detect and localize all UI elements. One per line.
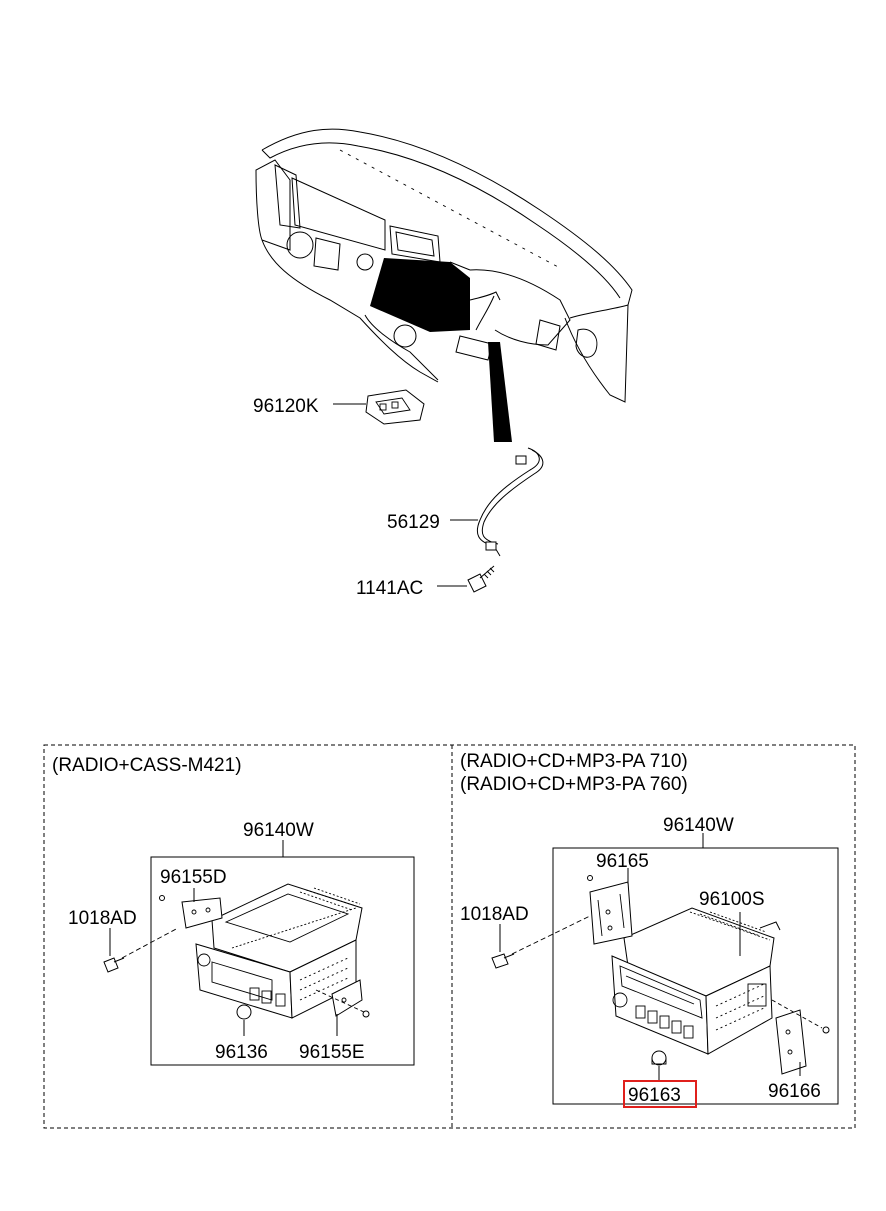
label-96165: 96165 <box>596 851 649 872</box>
part-96120k: 96120K <box>253 389 425 425</box>
variant-radio-cass: (RADIO+CASS-M421) 96140W 96136 96155D <box>52 755 415 1066</box>
label-56129: 56129 <box>387 512 440 533</box>
label-96120k: 96120K <box>253 396 319 417</box>
label-left-96140w: 96140W <box>243 820 314 841</box>
right-variant-title-1: (RADIO+CD+MP3-PA 710) <box>460 751 688 772</box>
part-56129: 56129 <box>387 447 544 557</box>
label-96136: 96136 <box>215 1042 268 1063</box>
label-96163: 96163 <box>628 1085 681 1106</box>
label-left-1018ad: 1018AD <box>68 908 137 929</box>
label-96155d: 96155D <box>160 867 227 888</box>
highlight-96163 <box>623 1080 697 1108</box>
variant-radio-cd-mp3: (RADIO+CD+MP3-PA 710) (RADIO+CD+MP3-PA 7… <box>460 751 839 1108</box>
part-1141ac: 1141AC <box>356 565 495 599</box>
dashboard-illustration <box>255 128 633 442</box>
label-right-1018ad: 1018AD <box>460 904 529 925</box>
label-96166: 96166 <box>768 1081 821 1102</box>
label-1141ac: 1141AC <box>356 578 423 599</box>
right-variant-title-2: (RADIO+CD+MP3-PA 760) <box>460 774 688 795</box>
variants-frame <box>43 744 856 1129</box>
label-96155e: 96155E <box>299 1042 365 1063</box>
label-96100s: 96100S <box>699 889 765 910</box>
left-variant-title: (RADIO+CASS-M421) <box>52 755 242 776</box>
label-right-96140w: 96140W <box>663 815 734 836</box>
